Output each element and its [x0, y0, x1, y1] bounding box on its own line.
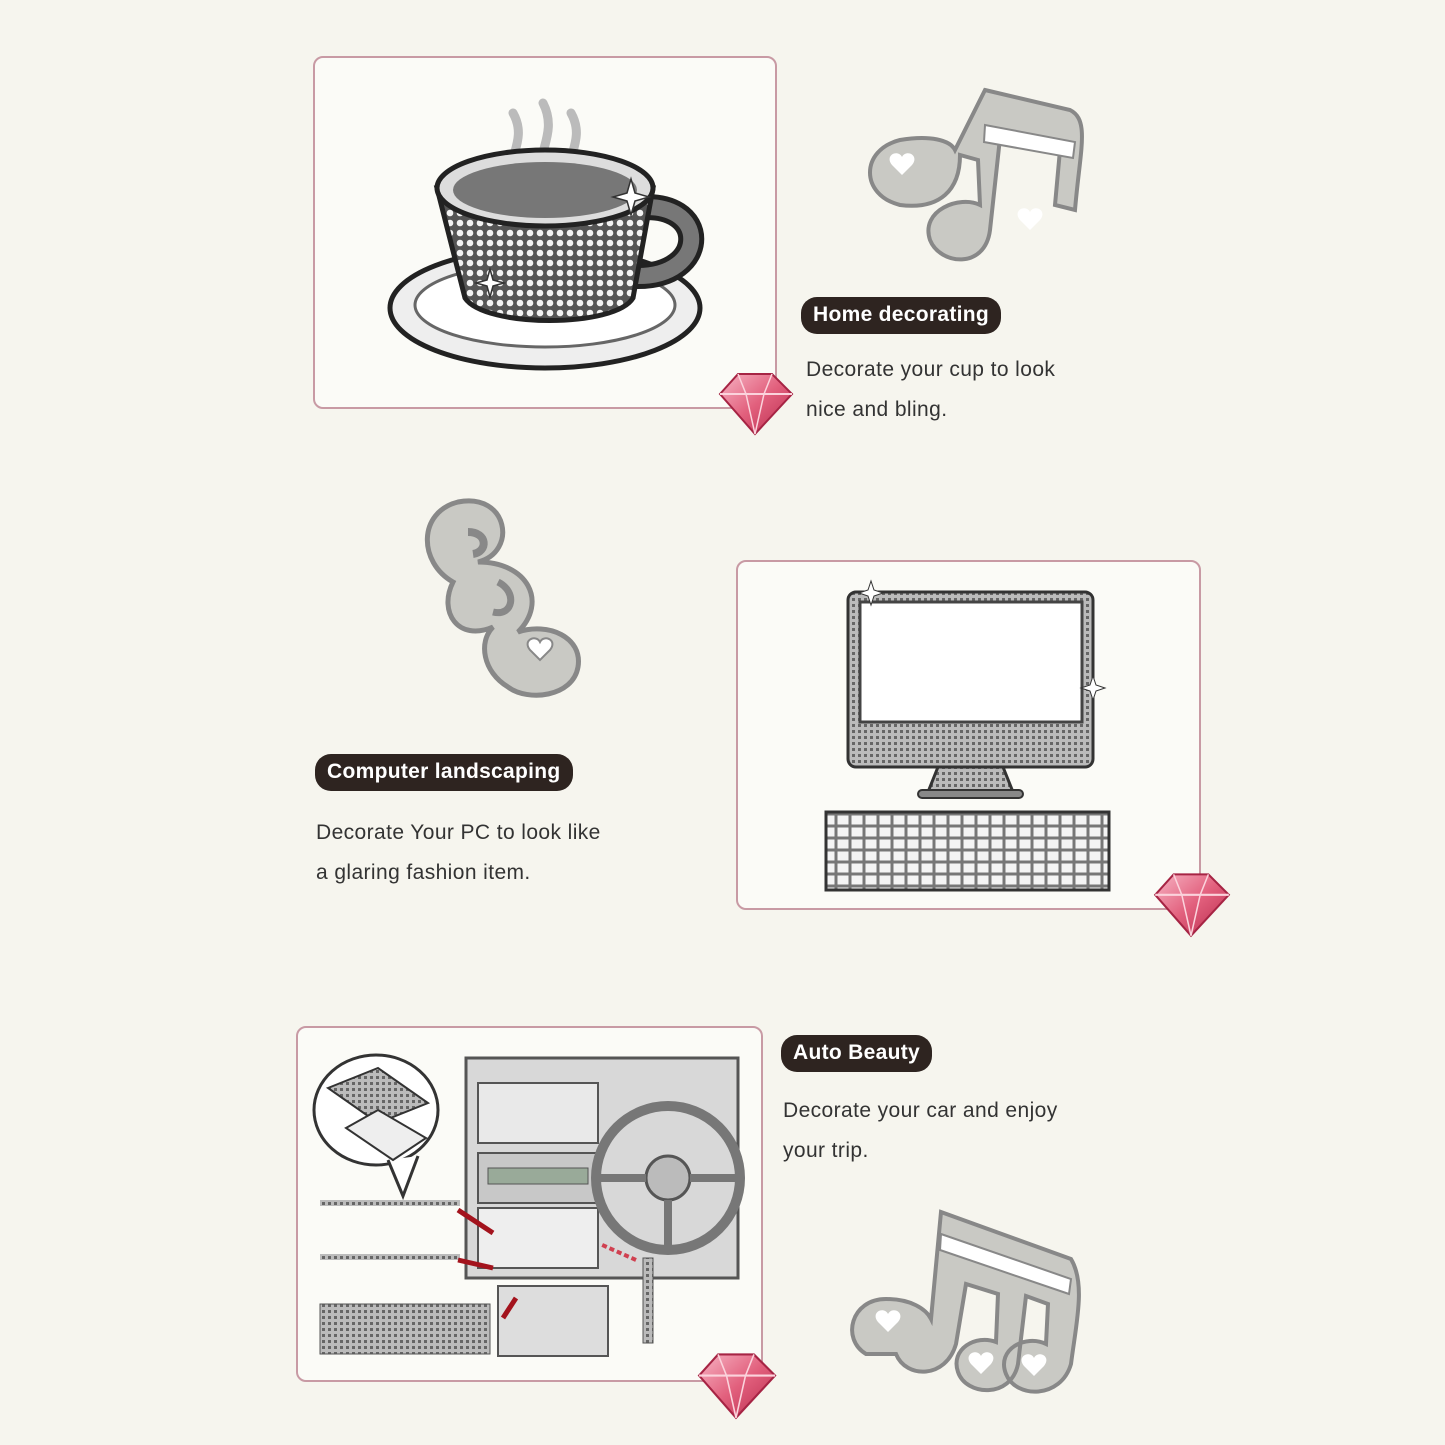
- rhinestone-cup-icon: [387, 98, 705, 371]
- pink-gem-icon: [697, 1353, 777, 1420]
- cup-image-frame: [313, 56, 777, 409]
- section-title-computer: Computer landscaping: [315, 754, 573, 791]
- desc-line: nice and bling.: [806, 398, 948, 421]
- pink-gem-icon: [718, 373, 794, 436]
- desc-line: Decorate your car and enjoy: [783, 1099, 1058, 1122]
- rhinestone-computer-icon: [824, 579, 1111, 892]
- section-title-auto: Auto Beauty: [781, 1035, 932, 1072]
- music-note-icon: [850, 1209, 1081, 1394]
- desc-line: a glaring fashion item.: [316, 861, 531, 884]
- music-note-icon: [868, 87, 1084, 262]
- desc-line: Decorate Your PC to look like: [316, 821, 601, 844]
- desc-line: Decorate your cup to look: [806, 358, 1056, 381]
- section-desc-auto: Decorate your car and enjoy your trip.: [783, 1091, 1058, 1171]
- section-title-home: Home decorating: [801, 297, 1002, 334]
- car-image-frame: [296, 1026, 763, 1382]
- desc-line: your trip.: [783, 1139, 869, 1162]
- section-desc-home: Decorate your cup to look nice and bling…: [806, 350, 1055, 430]
- pink-gem-icon: [1153, 873, 1231, 938]
- treble-clef-icon: [424, 498, 581, 698]
- car-interior-icon: [312, 1053, 745, 1357]
- computer-image-frame: [736, 560, 1201, 910]
- section-desc-computer: Decorate Your PC to look like a glaring …: [316, 813, 601, 893]
